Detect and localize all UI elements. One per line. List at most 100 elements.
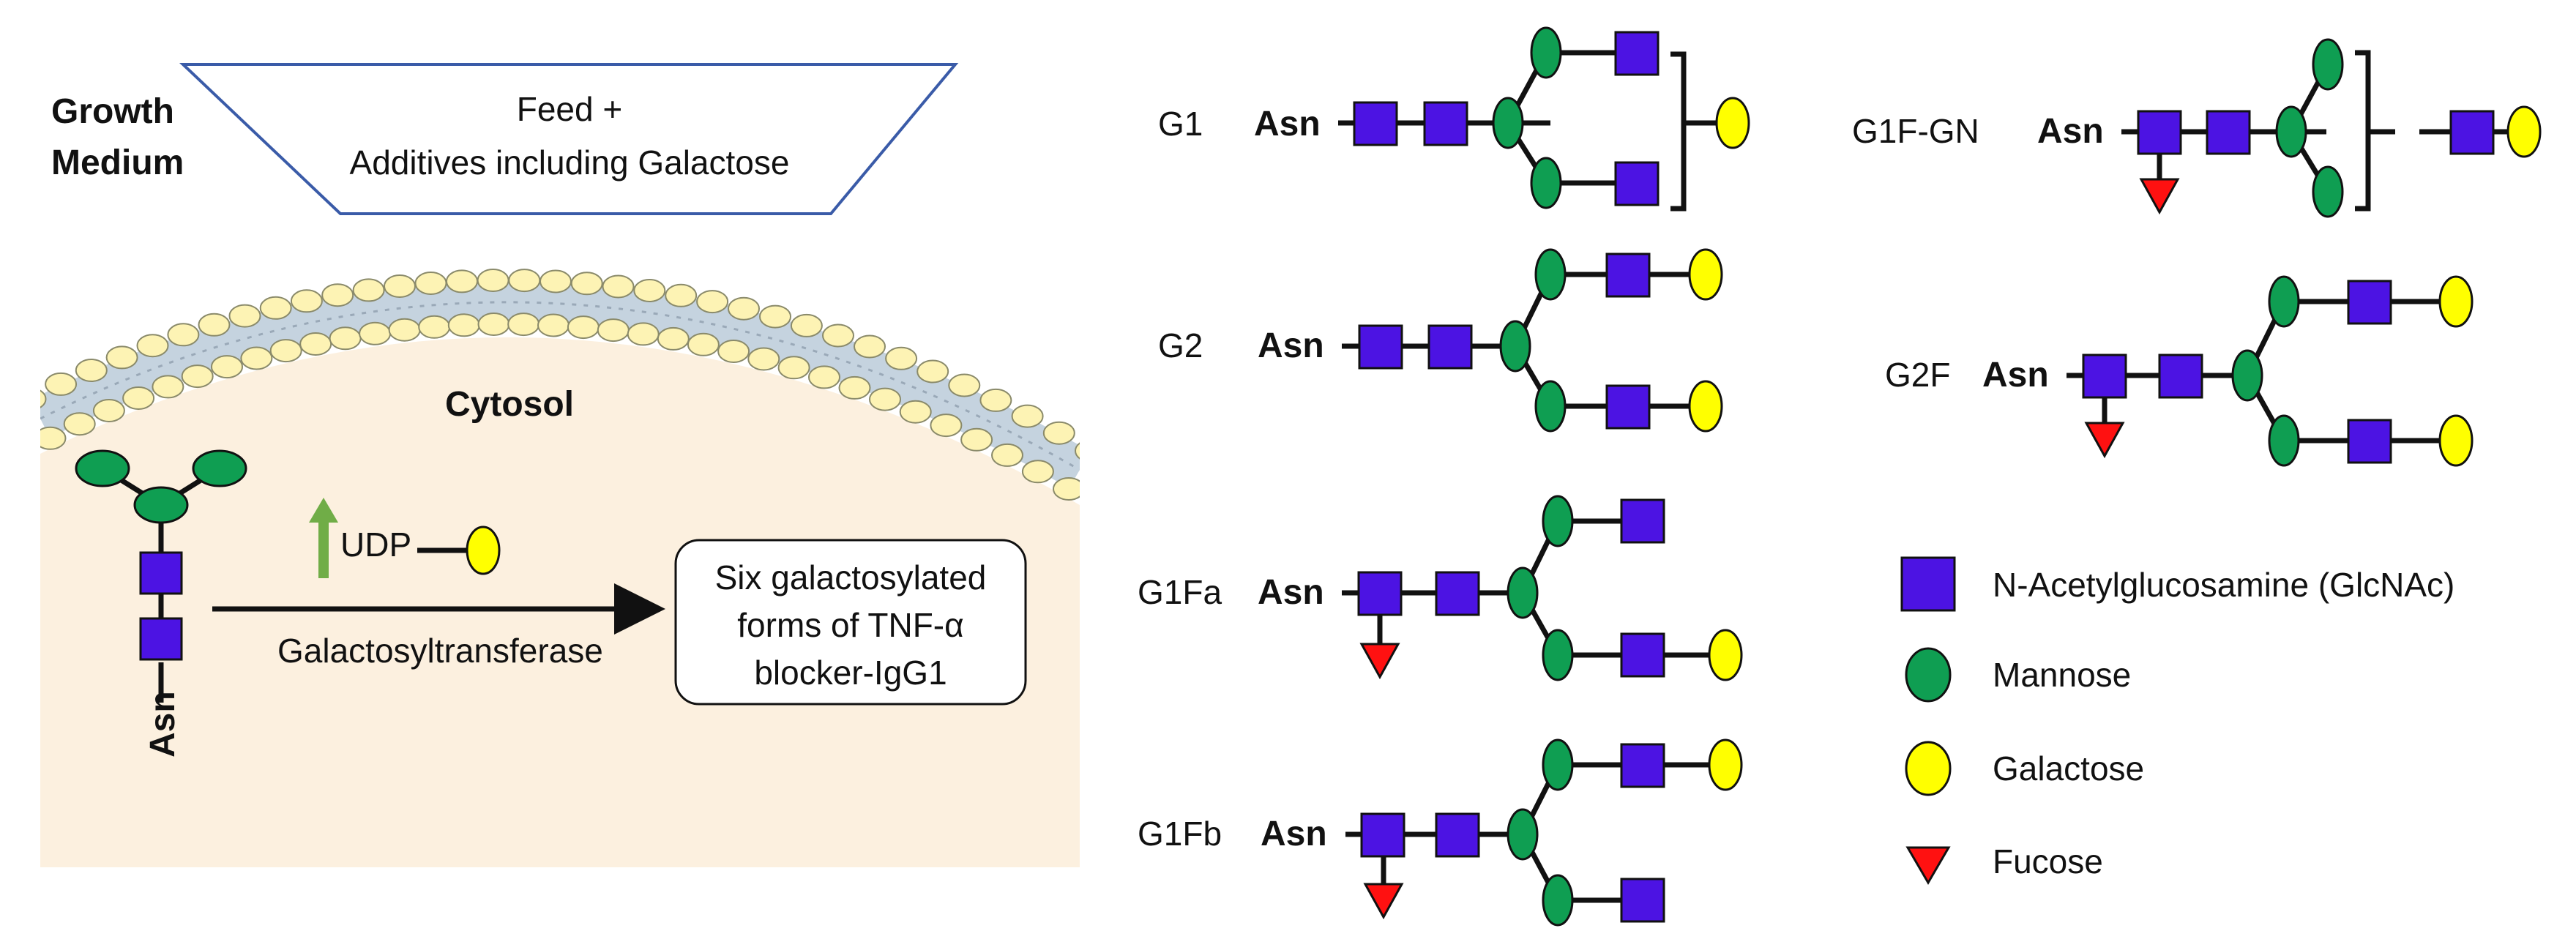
growth-medium-label-line2: Medium: [51, 143, 184, 182]
legend-galactose-icon: [1905, 741, 1952, 796]
lipid-head: [838, 375, 871, 400]
lipid-head: [122, 386, 155, 410]
lipid-head: [633, 279, 666, 302]
funnel-text-line2: Additives including Galactose: [350, 143, 790, 182]
lipid-head: [687, 332, 720, 356]
lipid-head: [570, 272, 603, 296]
lipid-head: [747, 347, 780, 371]
lipid-head: [329, 326, 362, 351]
asn-label: Asn: [1258, 573, 1324, 612]
mannose-icon: [192, 449, 247, 487]
glcnac-icon: [2206, 110, 2251, 155]
membrane-inner-heads: [40, 313, 1080, 501]
fucose-icon: [1363, 883, 1404, 920]
lipid-head: [1042, 421, 1075, 445]
lipid-head: [1053, 477, 1080, 501]
glcnac-icon: [1614, 161, 1660, 206]
lipid-head: [728, 296, 760, 321]
lipid-head: [45, 372, 78, 396]
lipid-head: [869, 387, 901, 411]
glcnac-icon: [2347, 419, 2392, 464]
asn-label: Asn: [1982, 356, 2049, 394]
lipid-head: [657, 326, 690, 351]
galactose-icon: [1688, 248, 1723, 301]
glcnac-icon: [1435, 571, 1480, 616]
glcnac-icon: [139, 617, 183, 661]
glcnac-icon: [1360, 812, 1405, 858]
legend-galactose-label: Galactose: [1993, 749, 2144, 788]
glcnac-icon: [1614, 31, 1660, 76]
glcnac-icon: [1357, 571, 1403, 616]
legend-fucose-label: Fucose: [1993, 842, 2103, 880]
lipid-head: [597, 318, 630, 343]
lipid-head: [228, 304, 261, 328]
glcnac-icon: [1620, 498, 1665, 544]
lipid-head: [1021, 460, 1054, 484]
lipid-head: [1075, 442, 1080, 460]
glycoform-label: G1: [1158, 105, 1203, 143]
glcnac-icon: [2347, 280, 2392, 325]
glcnac-icon: [1605, 253, 1651, 298]
product-text-line3: blocker-IgG1: [754, 654, 947, 692]
lipid-head: [92, 399, 125, 422]
lipid-head: [75, 359, 108, 382]
lipid-head: [321, 283, 354, 307]
lipid-head: [948, 373, 981, 397]
glcnac-icon: [2158, 354, 2203, 399]
legend-fucose-icon: [1905, 846, 1951, 885]
mannose-icon: [2268, 275, 2300, 328]
mannose-icon: [1492, 97, 1524, 149]
lipid-head: [540, 269, 572, 293]
glcnac-icon: [1620, 632, 1665, 678]
lipid-head: [477, 269, 509, 292]
glycoform-label: G1F-GN: [1852, 112, 1979, 150]
galactose-icon: [2506, 105, 2542, 158]
lipid-head: [40, 389, 47, 408]
glycoform-g1f-gn: G1F-GN Asn: [1852, 38, 2542, 218]
lipid-head: [352, 278, 385, 302]
mannose-icon: [2312, 38, 2344, 91]
mannose-icon: [1542, 738, 1574, 791]
lipid-head: [696, 290, 729, 314]
lipid-head: [477, 313, 510, 336]
mannose-icon: [1507, 566, 1539, 619]
glycoform-g2f: G2F Asn: [1885, 275, 2474, 467]
lipid-head: [777, 356, 810, 380]
lipid-head: [627, 322, 660, 346]
cell-glycan: Asn: [75, 449, 247, 758]
growth-medium-label-line1: Growth: [51, 92, 174, 131]
lipid-head: [418, 315, 451, 339]
lipid-head: [384, 274, 416, 298]
legend-glcnac-label: N-Acetylglucosamine (GlcNAc): [1993, 566, 2454, 604]
glycoform-g1: G1 Asn: [1158, 26, 1750, 212]
lipid-head: [269, 339, 302, 363]
lipid-head: [136, 334, 169, 358]
feed-funnel: [179, 63, 959, 215]
mannose-icon: [1534, 380, 1567, 433]
glcnac-icon: [2082, 354, 2127, 399]
legend-glcnac-icon: [1900, 556, 1956, 612]
glycoform-label: G2F: [1885, 356, 1950, 394]
lipid-head: [899, 400, 932, 424]
lipid-head: [991, 443, 1023, 467]
mannose-icon: [1530, 157, 1562, 209]
legend-mannose-icon: [1905, 647, 1952, 703]
mannose-icon: [1499, 320, 1531, 373]
cell-panel: [40, 269, 1080, 867]
asn-label: Asn: [143, 691, 182, 758]
lipid-head: [960, 427, 993, 452]
lipid-head: [299, 332, 332, 356]
lipid-head: [40, 426, 67, 450]
lipid-head: [63, 412, 96, 436]
glycoform-g2: G2 Asn: [1158, 248, 1723, 433]
glcnac-icon: [2449, 110, 2495, 155]
fucose-icon: [1359, 643, 1400, 680]
mannose-icon: [2312, 165, 2344, 218]
lipid-head: [717, 340, 750, 363]
galactose-icon: [1708, 629, 1743, 681]
legend: N-Acetylglucosamine (GlcNAc) Mannose Gal…: [1900, 556, 2454, 885]
glcnac-icon: [1605, 384, 1651, 430]
membrane-outer-heads: [40, 269, 1080, 460]
galactose-icon: [2438, 275, 2474, 328]
increase-arrow-icon: [309, 498, 338, 523]
